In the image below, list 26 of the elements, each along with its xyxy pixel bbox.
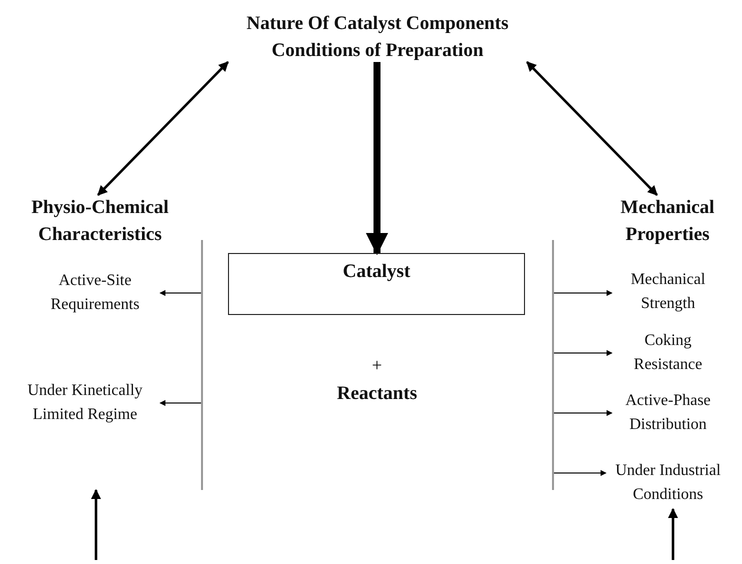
heading-text: Physio-Chemical Characteristics [30, 196, 170, 247]
heading-text: Conditions of Preparation [272, 39, 484, 63]
item-text: Coking Resistance [632, 331, 704, 375]
arrow [159, 290, 202, 296]
divider-line [201, 240, 203, 490]
arrow [554, 410, 613, 416]
arrow [554, 470, 607, 476]
heading-text: Mechanical Properties [620, 196, 716, 247]
item-text: Mechanical Strength [630, 270, 706, 314]
arrow [159, 400, 202, 406]
arrow [554, 350, 613, 356]
arrow [554, 290, 613, 296]
box-label: Catalyst [342, 260, 410, 284]
item-text: Active-Phase Distribution [624, 391, 712, 435]
heading-text: Nature Of Catalyst Components [246, 12, 508, 36]
arrow [366, 62, 388, 256]
plus-sign: + [370, 355, 384, 376]
divider-line [552, 240, 554, 490]
arrow [97, 61, 229, 196]
catalyst-box [228, 253, 525, 315]
item-text: Under Industrial Conditions [614, 461, 722, 505]
item-text: Under Kinetically Limited Regime [26, 381, 144, 425]
arrow [526, 61, 658, 196]
reactants-label: Reactants [336, 383, 418, 405]
arrow [668, 508, 678, 560]
item-text: Active-Site Requirements [50, 271, 140, 315]
